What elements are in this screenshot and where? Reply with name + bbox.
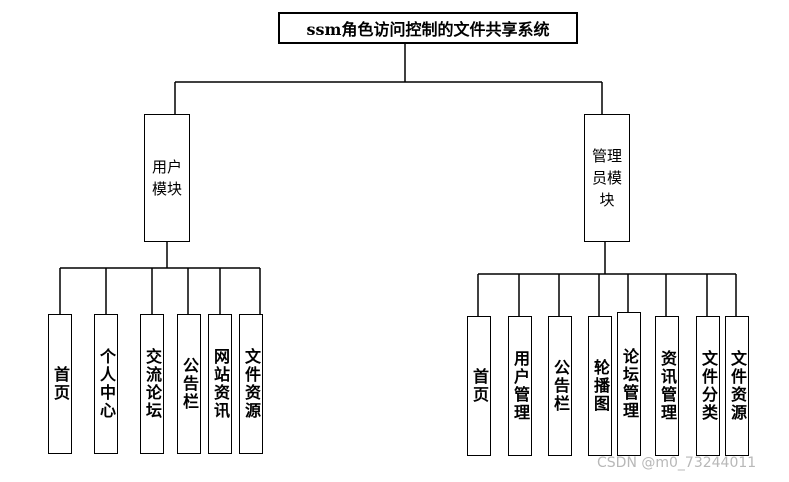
system-title: ssm角色访问控制的文件共享系统 [278,12,578,44]
user-leaf-personal-center: 个人中心 [94,314,118,454]
admin-leaf-label: 用户管理 [511,350,530,422]
admin-leaf-label: 资讯管理 [658,350,677,422]
user-leaf-label: 文件资源 [242,348,261,420]
user-module-box: 用户模块 [144,114,190,242]
admin-leaf-forum-management: 论坛管理 [617,312,641,456]
admin-leaf-file-category: 文件分类 [696,316,720,456]
admin-leaf-label: 首页 [470,368,489,404]
admin-leaf-label: 论坛管理 [620,348,639,420]
user-leaf-label: 个人中心 [97,348,116,420]
user-leaf-forum: 交流论坛 [140,314,164,454]
user-leaf-label: 首页 [51,366,70,402]
user-leaf-notice-board: 公告栏 [177,314,201,454]
user-leaf-file-resources: 文件资源 [239,314,263,454]
user-leaf-label: 公告栏 [180,357,199,411]
admin-leaf-label: 文件资源 [728,350,747,422]
admin-module-label: 管理员模块 [591,147,622,209]
system-title-text: ssm角色访问控制的文件共享系统 [306,20,550,39]
user-leaf-home: 首页 [48,314,72,454]
user-leaf-site-news: 网站资讯 [208,314,232,454]
admin-leaf-label: 轮播图 [591,359,610,413]
admin-leaf-carousel: 轮播图 [588,316,612,456]
admin-leaf-file-resources: 文件资源 [725,316,749,456]
user-leaf-label: 交流论坛 [143,348,162,420]
user-module-label: 用户模块 [151,158,182,198]
admin-leaf-notice-board: 公告栏 [548,316,572,456]
admin-leaf-news-management: 资讯管理 [655,316,679,456]
user-leaf-label: 网站资讯 [211,348,230,420]
admin-leaf-user-management: 用户管理 [508,316,532,456]
admin-leaf-label: 文件分类 [699,350,718,422]
admin-leaf-label: 公告栏 [551,359,570,413]
watermark: CSDN @m0_73244011 [597,455,757,471]
admin-leaf-home: 首页 [467,316,491,456]
admin-module-box: 管理员模块 [584,114,630,242]
